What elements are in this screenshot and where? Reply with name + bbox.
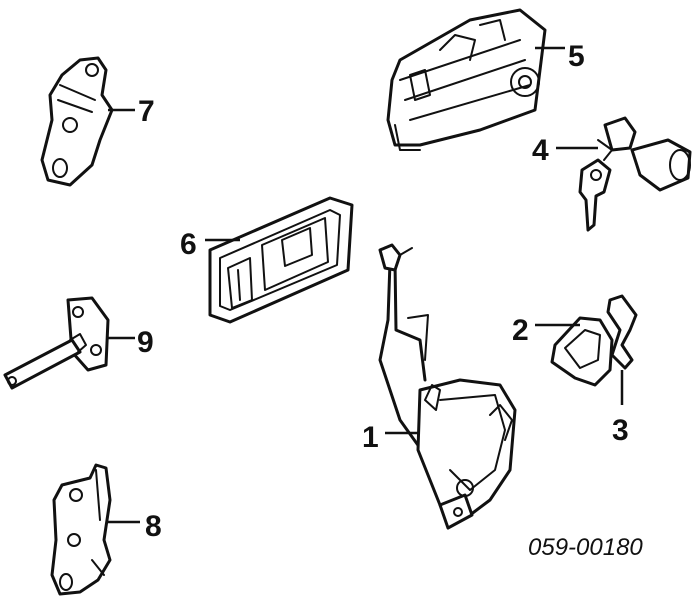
- callout-8: 8: [145, 510, 162, 543]
- callout-6: 6: [180, 228, 197, 261]
- callout-3: 3: [612, 414, 629, 447]
- callout-7: 7: [138, 95, 155, 128]
- part-outside-handle: [386, 8, 547, 151]
- callout-2: 2: [512, 314, 529, 347]
- callout-5: 5: [568, 40, 585, 73]
- callout-4: 4: [532, 134, 549, 167]
- part-lock-cylinder: [578, 116, 692, 232]
- part-inside-handle: [208, 196, 354, 324]
- part-door-lock: [378, 243, 517, 530]
- callout-9: 9: [137, 326, 154, 359]
- callout-1: 1: [362, 421, 379, 454]
- diagram-code: 059-00180: [528, 534, 643, 561]
- part-striker: [550, 294, 638, 387]
- part-upper-hinge: [40, 56, 114, 187]
- part-door-check: [3, 296, 110, 390]
- part-lower-hinge: [50, 463, 112, 596]
